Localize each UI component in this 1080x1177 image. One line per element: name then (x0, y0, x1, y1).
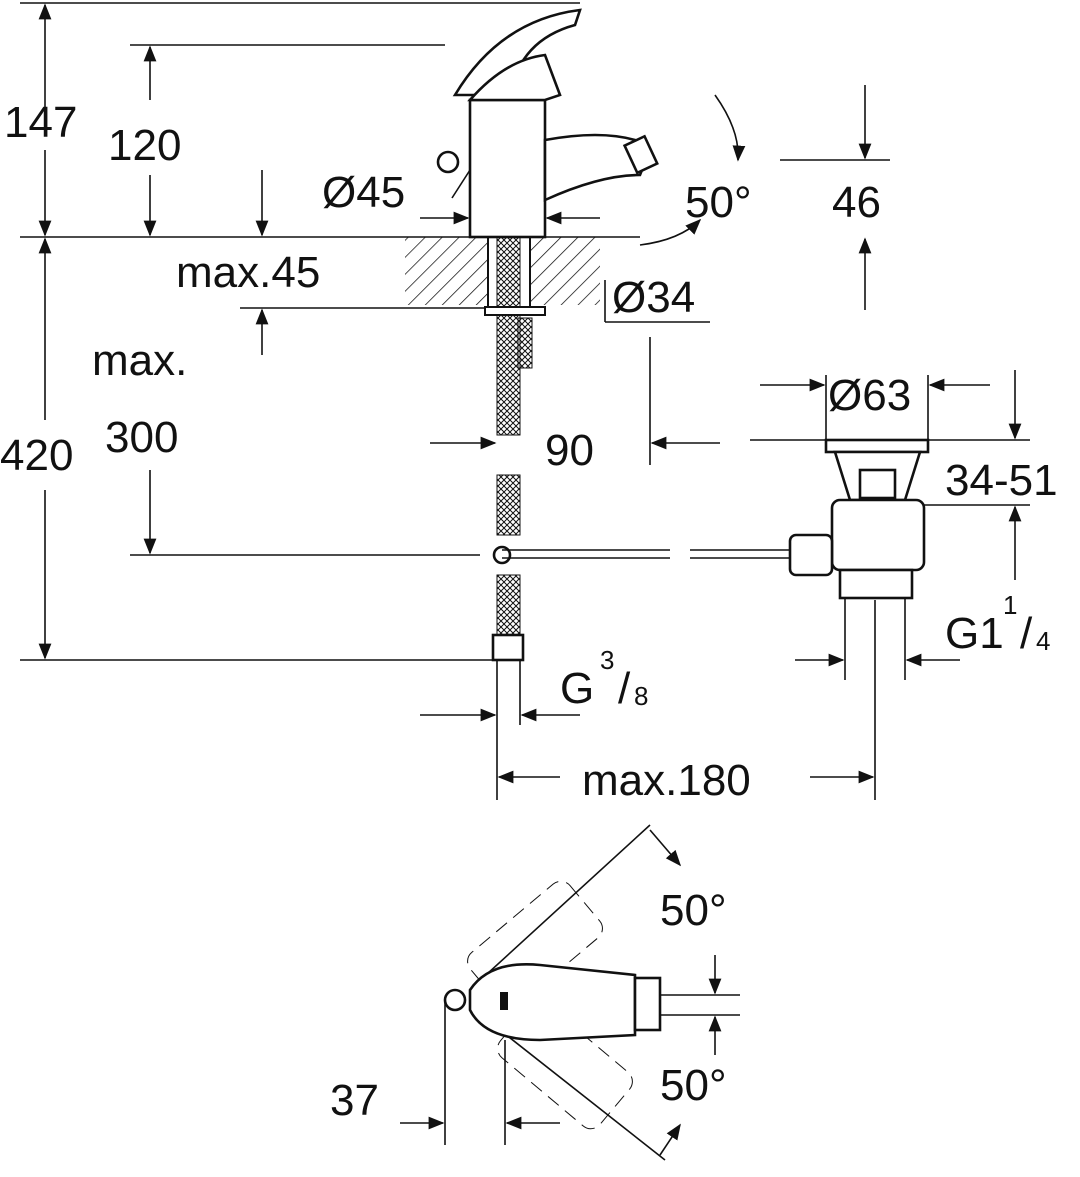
dim-147: 147 (4, 98, 77, 147)
dim-34-51: 34-51 (945, 456, 1058, 505)
dim-46: 46 (832, 178, 881, 227)
dim-g1-num: 1 (1003, 590, 1017, 620)
dim-g1-slash: / (1020, 609, 1033, 658)
dim-diameter-63: Ø63 (828, 371, 911, 420)
dim-g38: G (560, 664, 594, 713)
top-view (400, 824, 740, 1161)
dim-g38-slash: / (618, 664, 631, 713)
dim-diameter-34: Ø34 (612, 273, 695, 322)
dim-max180: max.180 (582, 756, 751, 805)
dim-diameter-45: Ø45 (322, 168, 405, 217)
dim-g1: G1 (945, 609, 1004, 658)
dimension-arrows (38, 3, 1022, 784)
popup-rod (502, 549, 800, 559)
hoses (491, 236, 533, 662)
dim-spout-angle: 50° (685, 178, 752, 227)
dim-max-prefix: max. (92, 336, 187, 385)
waste-fitting (788, 438, 930, 680)
extension-lines (20, 2, 1030, 800)
dim-37: 37 (330, 1076, 379, 1125)
dim-120: 120 (108, 121, 181, 170)
dim-90: 90 (545, 426, 594, 475)
dim-swivel-top: 50° (660, 886, 727, 935)
dim-300: 300 (105, 413, 178, 462)
dim-g38-num: 3 (600, 645, 614, 675)
faucet (436, 8, 659, 316)
dim-swivel-bottom: 50° (660, 1061, 727, 1110)
dim-420: 420 (0, 431, 73, 480)
dim-max45: max.45 (176, 248, 320, 297)
dim-g1-den: 4 (1036, 626, 1050, 656)
dim-g38-den: 8 (634, 681, 648, 711)
